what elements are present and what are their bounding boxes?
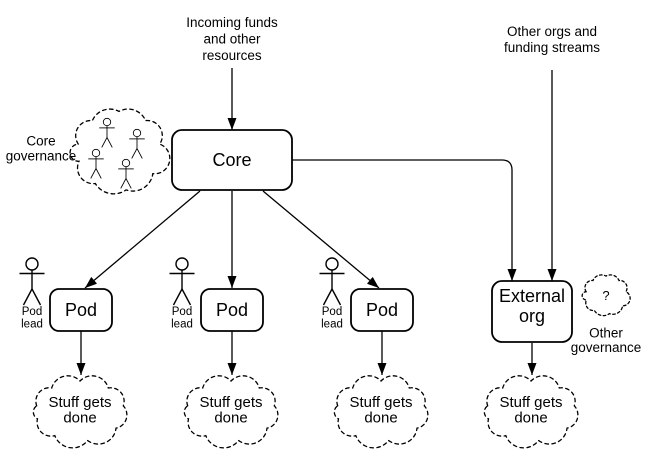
pod-label: Pod	[366, 300, 398, 320]
outcome-cloud-icon	[32, 375, 128, 449]
outcome-label: Stuff gets	[48, 394, 111, 411]
outcome-label: done	[364, 410, 397, 427]
core-governance-label: governance	[6, 149, 77, 164]
core-label: Core	[212, 150, 251, 170]
node-core: Core	[171, 129, 293, 191]
pod-lead-label: Pod	[22, 306, 42, 318]
external-org-label: org	[519, 306, 545, 326]
pod-box	[200, 288, 264, 332]
outcome-cloud-icon	[483, 375, 579, 449]
node-pod-2: Pod lead Pod	[168, 257, 264, 332]
core-governance-cloud-icon	[69, 108, 171, 195]
incoming-funds-label: Incoming funds	[186, 15, 278, 30]
pod-label: Pod	[65, 300, 97, 320]
pod-lead-label: Pod	[172, 306, 192, 318]
pod-box	[49, 288, 113, 332]
other-governance-group: ? Other governance	[571, 274, 642, 355]
outcome-label: done	[214, 410, 247, 427]
person-icon	[318, 257, 346, 306]
other-orgs-label: funding streams	[504, 40, 600, 55]
arrow-core-to-pod-1	[84, 190, 201, 289]
pod-label: Pod	[216, 300, 248, 320]
other-governance-label: Other	[589, 326, 623, 341]
outcome-cloud-3: Stuff gets done	[333, 375, 429, 449]
other-orgs-annotation: Other orgs and funding streams	[504, 24, 600, 55]
external-org-box	[491, 280, 573, 343]
core-box	[171, 129, 293, 191]
core-governance-group: Core governance	[6, 108, 171, 195]
other-orgs-label: Other orgs and	[507, 24, 597, 39]
outcome-label: Stuff gets	[199, 394, 262, 411]
incoming-funds-label: and other	[203, 32, 261, 47]
external-org-label: External	[499, 286, 565, 306]
outcome-label: done	[514, 410, 547, 427]
person-icon	[168, 257, 196, 306]
pod-lead-label: lead	[321, 319, 343, 331]
pod-lead-label: Pod	[322, 306, 342, 318]
person-icon	[18, 257, 46, 306]
other-governance-cloud-icon	[581, 274, 631, 317]
pod-box	[350, 288, 414, 332]
connectors	[76, 68, 557, 375]
outcome-cloud-icon	[183, 375, 279, 449]
arrow-core-to-pod-3	[262, 190, 380, 289]
other-governance-label: governance	[571, 340, 642, 355]
question-mark-label: ?	[602, 288, 609, 303]
incoming-funds-label: resources	[202, 48, 262, 63]
outcome-cloud-2: Stuff gets done	[183, 375, 279, 449]
core-governance-label: Core	[26, 134, 55, 149]
pod-lead-label: lead	[171, 319, 193, 331]
pod-lead-label: lead	[21, 319, 43, 331]
node-external-org: External org	[491, 280, 573, 343]
outcome-cloud-4: Stuff gets done	[483, 375, 579, 449]
outcome-cloud-1: Stuff gets done	[32, 375, 128, 449]
arrow-core-to-external	[292, 159, 517, 281]
incoming-funds-annotation: Incoming funds and other resources	[186, 15, 278, 63]
outcome-label: done	[63, 410, 96, 427]
outcome-cloud-icon	[333, 375, 429, 449]
outcome-label: Stuff gets	[499, 394, 562, 411]
node-pod-1: Pod lead Pod	[18, 257, 113, 332]
outcome-label: Stuff gets	[349, 394, 412, 411]
node-pod-3: Pod lead Pod	[318, 257, 414, 332]
